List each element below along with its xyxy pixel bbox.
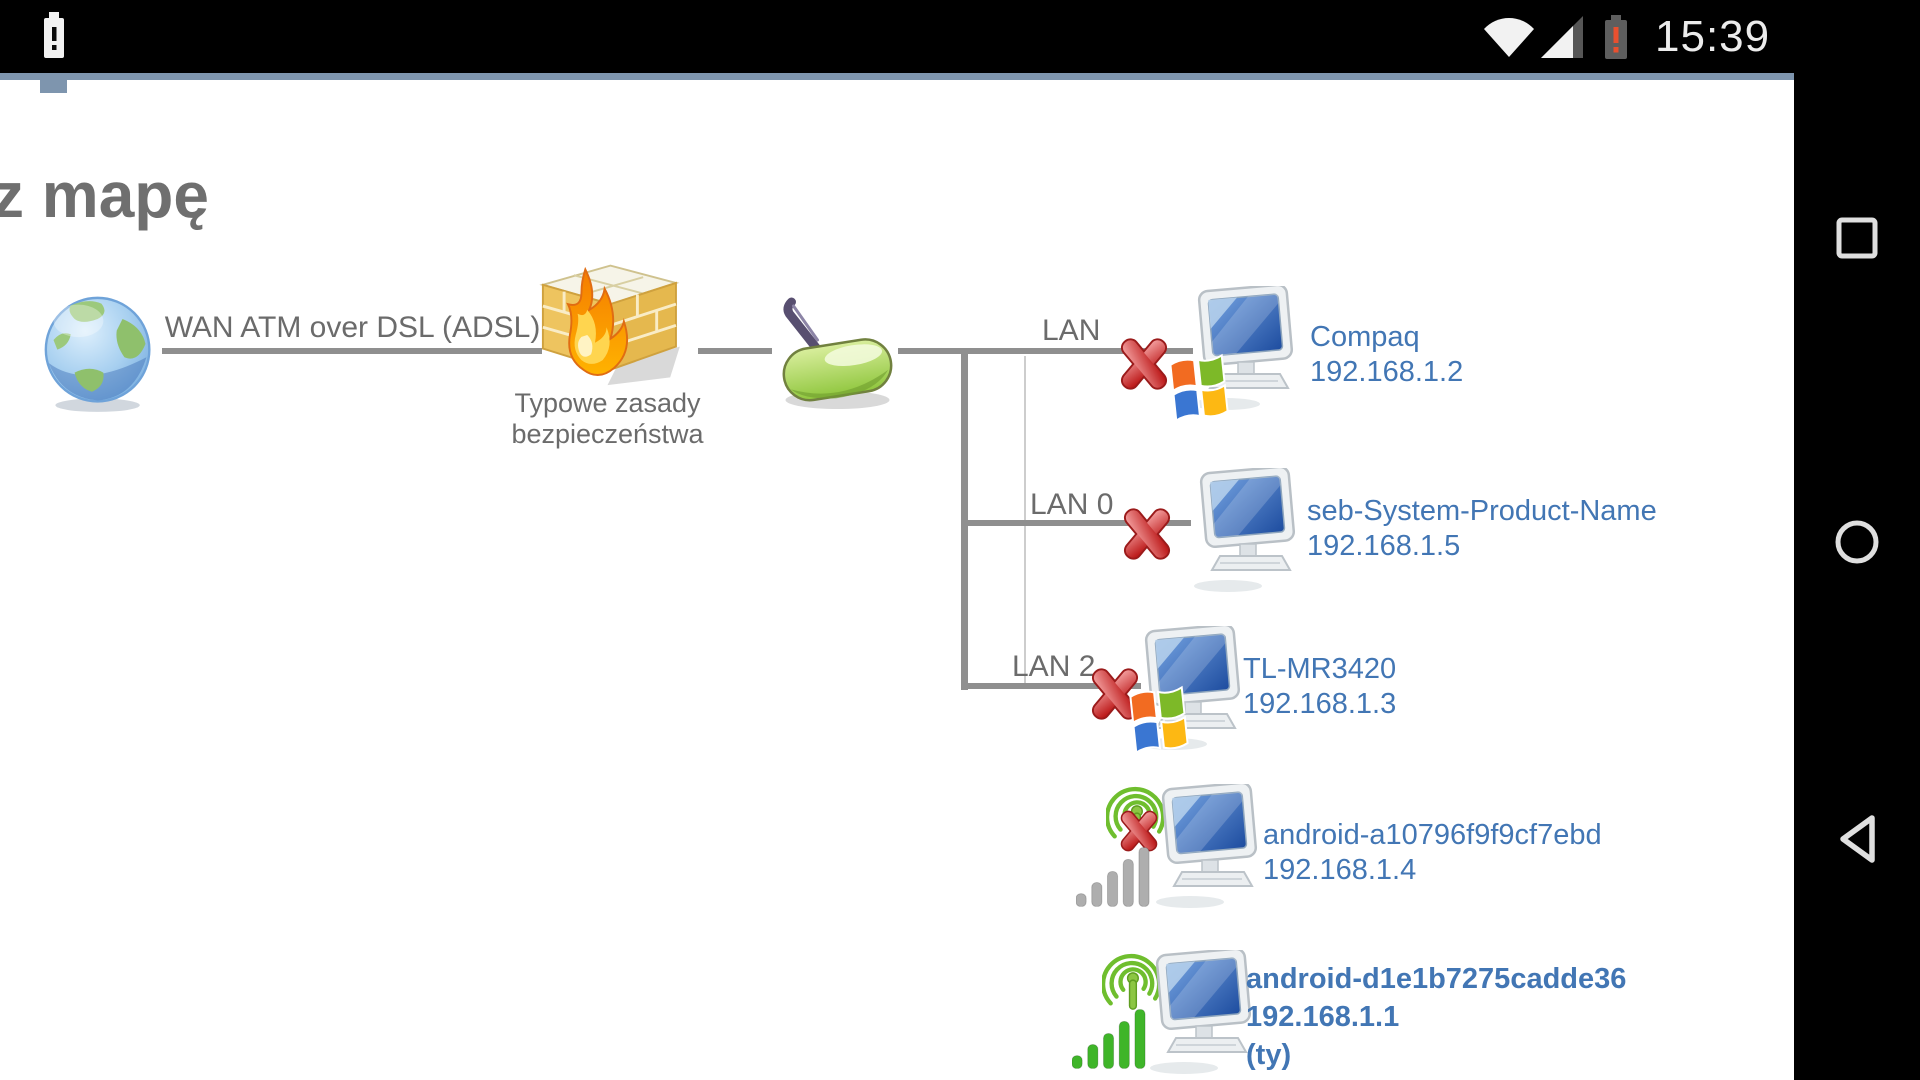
clock-label: 15:39	[1655, 12, 1771, 61]
back-button[interactable]	[1830, 809, 1884, 869]
lan-branch-line	[898, 348, 1193, 354]
wan-link-label: WAN ATM over DSL (ADSL)	[164, 311, 541, 344]
device-ip[interactable]: 192.168.1.2	[1310, 356, 1464, 388]
home-button[interactable]	[1833, 518, 1881, 566]
device-name[interactable]: TL-MR3420	[1243, 653, 1397, 685]
computer-icon	[1146, 950, 1258, 1075]
battery-alert-icon	[1605, 15, 1627, 59]
blocked-x-icon	[1115, 330, 1173, 398]
device-note[interactable]: (ty)	[1246, 1039, 1292, 1071]
computer-icon	[1152, 784, 1264, 909]
signal-bars-active-icon	[1072, 1006, 1146, 1072]
device-ip[interactable]: 192.168.1.5	[1307, 530, 1461, 562]
firewall-router-line	[698, 348, 772, 354]
firewall-label: Typowe zasady bezpieczeństwa	[505, 388, 710, 450]
internet-globe-icon	[42, 290, 157, 415]
windows-flag-icon	[1128, 684, 1190, 756]
page-title: z mapę	[0, 159, 209, 231]
android-nav-bar	[1794, 0, 1920, 1080]
device-name[interactable]: android-d1e1b7275cadde36	[1246, 963, 1627, 995]
device-name[interactable]: android-a10796f9f9cf7ebd	[1263, 819, 1602, 851]
wifi-icon	[1484, 18, 1534, 57]
status-bar: 15:39	[0, 0, 1920, 73]
device-link-android-d[interactable]: android-d1e1b7275cadde36 192.168.1.1 (ty…	[1246, 960, 1626, 1074]
wan-line	[162, 348, 542, 354]
lan2-branch-line	[961, 683, 1141, 689]
firewall-icon	[525, 254, 690, 389]
computer-icon	[1190, 468, 1302, 593]
device-link-tlmr3420[interactable]: TL-MR3420 192.168.1.3	[1243, 652, 1396, 722]
port-label-lan2: LAN 2	[1012, 650, 1096, 683]
device-name[interactable]: Compaq	[1310, 321, 1420, 353]
device-ip[interactable]: 192.168.1.3	[1243, 688, 1397, 720]
battery-alert-notification-icon	[44, 12, 64, 58]
windows-flag-icon	[1168, 352, 1230, 424]
router-icon	[760, 288, 908, 413]
port-label-lan0: LAN 0	[1030, 488, 1114, 521]
device-link-seb[interactable]: seb-System-Product-Name 192.168.1.5	[1307, 494, 1657, 564]
scroll-indicator	[40, 80, 67, 93]
lan0-branch-line	[961, 520, 1191, 526]
browser-accent-line	[0, 73, 1794, 80]
firewall-label-line2: bezpieczeństwa	[511, 419, 704, 449]
recents-button[interactable]	[1834, 215, 1880, 261]
cellular-signal-icon	[1541, 16, 1583, 58]
device-ip[interactable]: 192.168.1.1	[1246, 1001, 1400, 1033]
signal-bars-inactive-icon	[1076, 844, 1150, 910]
device-ip[interactable]: 192.168.1.4	[1263, 854, 1417, 886]
firewall-label-line1: Typowe zasady	[514, 388, 701, 418]
device-name[interactable]: seb-System-Product-Name	[1307, 495, 1657, 527]
port-label-lan: LAN	[1042, 314, 1101, 347]
blocked-x-icon	[1118, 500, 1176, 568]
device-link-compaq[interactable]: Compaq 192.168.1.2	[1310, 320, 1463, 390]
device-link-android-a[interactable]: android-a10796f9f9cf7ebd 192.168.1.4	[1263, 818, 1602, 888]
